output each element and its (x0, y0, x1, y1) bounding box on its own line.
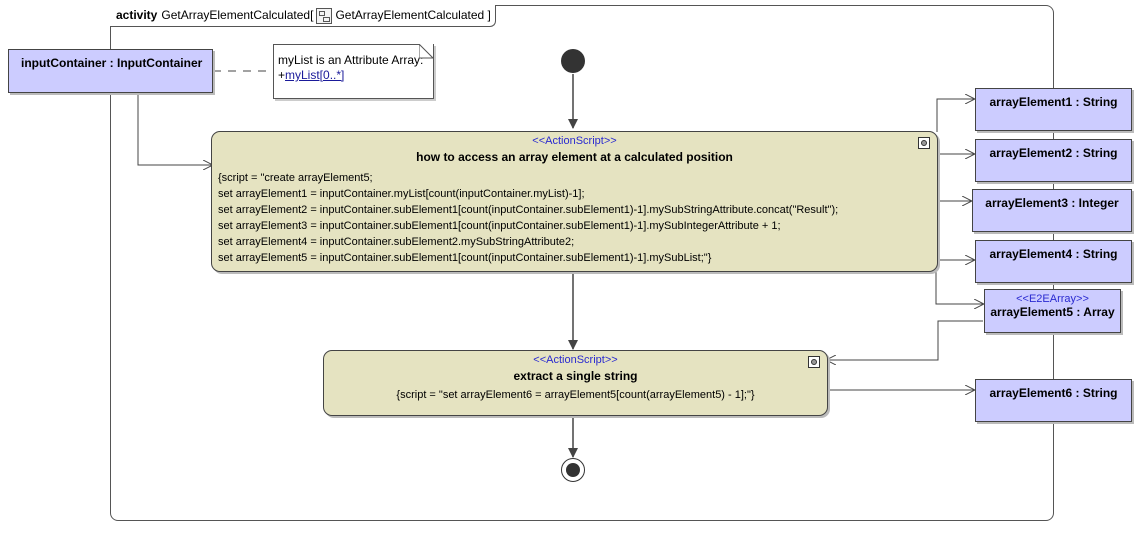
activity-frame-header: activity GetArrayElementCalculated[ GetA… (110, 5, 496, 27)
attribute-note[interactable]: myList is an Attribute Array: +myList[0.… (273, 44, 434, 99)
note-fold-icon (419, 44, 434, 59)
input-object-label: inputContainer : InputContainer (21, 56, 203, 70)
action-extract-single-string[interactable]: <<ActionScript>> extract a single string… (323, 350, 828, 416)
output-array-element3[interactable]: arrayElement3 : Integer (972, 189, 1132, 232)
output-stereotype: <<E2EArray>> (1016, 293, 1089, 305)
action1-script-line: set arrayElement5 = inputContainer.subEl… (218, 252, 712, 264)
action-script-icon (808, 356, 820, 368)
output-label: arrayElement4 : String (989, 247, 1118, 261)
output-array-element2[interactable]: arrayElement2 : String (975, 139, 1132, 182)
action1-stereotype: <<ActionScript>> (532, 135, 617, 147)
behavior-icon (316, 8, 333, 24)
activity-name: GetArrayElementCalculated[ (161, 8, 314, 22)
action1-script-line: set arrayElement3 = inputContainer.subEl… (218, 220, 781, 232)
activity-keyword: activity (116, 8, 158, 22)
action2-title: extract a single string (513, 369, 638, 383)
output-label: arrayElement2 : String (989, 146, 1118, 160)
output-label: arrayElement3 : Integer (985, 196, 1119, 210)
output-label: arrayElement6 : String (989, 386, 1118, 400)
action2-stereotype: <<ActionScript>> (533, 354, 618, 366)
note-line2: +myList[0..*] (278, 68, 433, 83)
note-line1: myList is an Attribute Array: (278, 53, 424, 67)
action1-script-line: set arrayElement1 = inputContainer.myLis… (218, 188, 585, 200)
action1-script-line: set arrayElement4 = inputContainer.subEl… (218, 236, 575, 248)
note-link[interactable]: myList[0..*] (285, 68, 345, 82)
flow-e5 (935, 268, 983, 304)
note-prefix: + (278, 68, 286, 82)
action1-script-line: {script = "create arrayElement5; (218, 172, 373, 184)
output-array-element1[interactable]: arrayElement1 : String (975, 88, 1132, 131)
activity-final-node[interactable] (561, 458, 585, 482)
input-object-flow (137, 93, 212, 165)
action1-title: how to access an array element at a calc… (416, 150, 733, 164)
initial-node[interactable] (561, 49, 585, 73)
action1-script: {script = "create arrayElement5; set arr… (218, 170, 937, 266)
action1-script-line: set arrayElement2 = inputContainer.subEl… (218, 204, 839, 216)
action-script-icon (918, 137, 930, 149)
activity-behavior: GetArrayElementCalculated ] (335, 8, 491, 22)
action-access-array-element[interactable]: <<ActionScript>> how to access an array … (211, 131, 938, 272)
input-object-node[interactable]: inputContainer : InputContainer (8, 49, 213, 93)
output-label: arrayElement5 : Array (990, 305, 1115, 319)
output-array-element5[interactable]: <<E2EArray>> arrayElement5 : Array (984, 289, 1121, 333)
flow-e5-to-action2 (827, 320, 983, 360)
output-array-element6[interactable]: arrayElement6 : String (975, 379, 1132, 422)
output-label: arrayElement1 : String (989, 95, 1118, 109)
output-array-element4[interactable]: arrayElement4 : String (975, 240, 1132, 283)
action2-script: {script = "set arrayElement6 = arrayElem… (396, 389, 755, 401)
flow-e1 (936, 99, 974, 132)
